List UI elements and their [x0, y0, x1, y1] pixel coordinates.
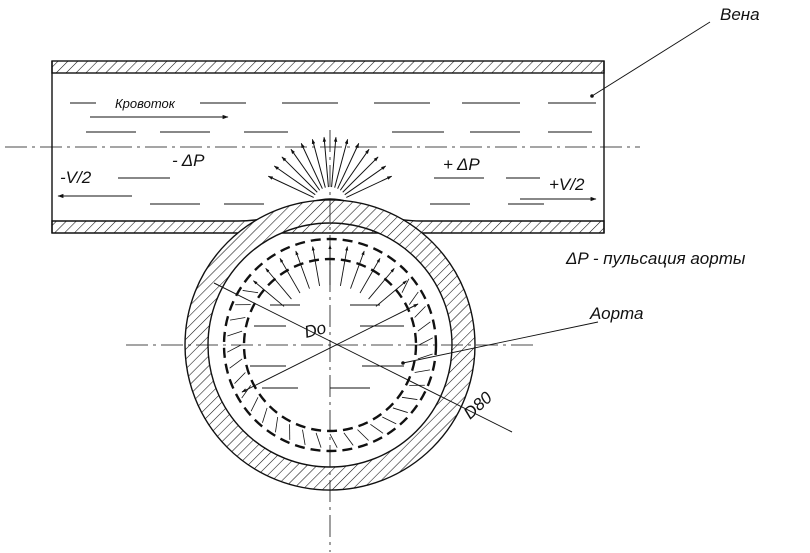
gap-hatch-line — [414, 306, 426, 318]
aorta-pulse-arrow — [339, 246, 349, 286]
plus-dp-label: + ΔP — [443, 155, 480, 174]
aorta-pulse-arrow — [253, 280, 285, 307]
gap-hatch-line — [329, 433, 338, 448]
aorta-pulse-arrow — [265, 268, 292, 300]
gap-hatch-line — [414, 369, 431, 373]
pressure-arrow — [290, 148, 321, 191]
gap-hatch-line — [382, 416, 397, 425]
gap-hatch-line — [418, 337, 433, 346]
gap-hatch-line — [229, 358, 243, 369]
vein-leader — [591, 21, 711, 97]
legend-dp-label: ΔP - пульсация аорты — [565, 249, 746, 268]
gap-hatch-line — [227, 344, 242, 353]
pressure-arrow — [339, 148, 370, 191]
plus-v-label: +V/2 — [549, 175, 585, 194]
pressure-burst-arrows — [267, 136, 393, 198]
pressure-arrow — [311, 138, 326, 188]
vein-fluid-lines — [70, 102, 596, 205]
gap-hatch-line — [234, 372, 246, 384]
aorta-leader-dot — [401, 361, 405, 365]
gap-hatch-line — [417, 353, 433, 360]
gap-hatch-line — [302, 429, 306, 446]
gap-hatch-line — [250, 397, 259, 412]
gap-hatch-line — [229, 317, 246, 321]
gap-hatch-line — [408, 291, 419, 305]
gap-hatch-line — [370, 423, 384, 434]
aorta — [126, 130, 599, 552]
gap-hatch-line — [315, 432, 322, 448]
gap-hatch-line — [401, 278, 410, 293]
gap-hatch-line — [242, 290, 259, 294]
gap-hatch-line — [262, 407, 268, 423]
d0-label: Do — [302, 318, 328, 342]
gap-hatch-line — [343, 432, 354, 446]
pressure-arrow — [322, 136, 329, 188]
aorta-pulse-arrow — [311, 246, 321, 286]
gap-hatch-line — [417, 321, 431, 332]
aorta-pulse-arrow — [368, 268, 395, 300]
pressure-arrow — [273, 165, 316, 196]
pressure-arrow — [281, 156, 318, 193]
minus-v-label: -V/2 — [60, 168, 92, 187]
blood-flow-label: Кровоток — [115, 96, 176, 111]
d0-diameter-line — [241, 303, 419, 393]
vein-top-wall — [51, 60, 605, 74]
aorta-leader — [402, 321, 599, 364]
gap-hatch-line — [392, 407, 408, 413]
gap-hatch-line — [357, 429, 369, 441]
aorta-pulse-arrow — [279, 258, 301, 294]
pressure-arrow — [337, 142, 360, 189]
pressure-arrow — [267, 175, 314, 198]
aorta-label: Аорта — [589, 304, 643, 323]
aorta-pulse-arrow — [350, 250, 365, 289]
pressure-arrow — [331, 136, 338, 188]
aorta-fluid-lines — [250, 304, 404, 389]
pressure-arrow — [344, 165, 387, 196]
aorta-pulse-arrow — [359, 258, 381, 294]
pressure-arrow — [346, 175, 393, 198]
gap-hatch-line — [227, 330, 243, 337]
vein-leader-dot — [590, 94, 594, 98]
pressure-arrow — [300, 142, 323, 189]
aorta-pulse-arrow — [375, 280, 407, 307]
pressure-arrow — [342, 156, 379, 193]
pressure-arrow — [334, 138, 349, 188]
minus-dp-label: - ΔP — [172, 151, 205, 170]
aorta-pulse-arrow — [295, 250, 310, 289]
gap-hatch-line — [401, 396, 418, 400]
vein-label: Вена — [720, 5, 760, 24]
d80-diameter-line — [213, 282, 513, 433]
gap-hatch-line — [275, 416, 279, 433]
